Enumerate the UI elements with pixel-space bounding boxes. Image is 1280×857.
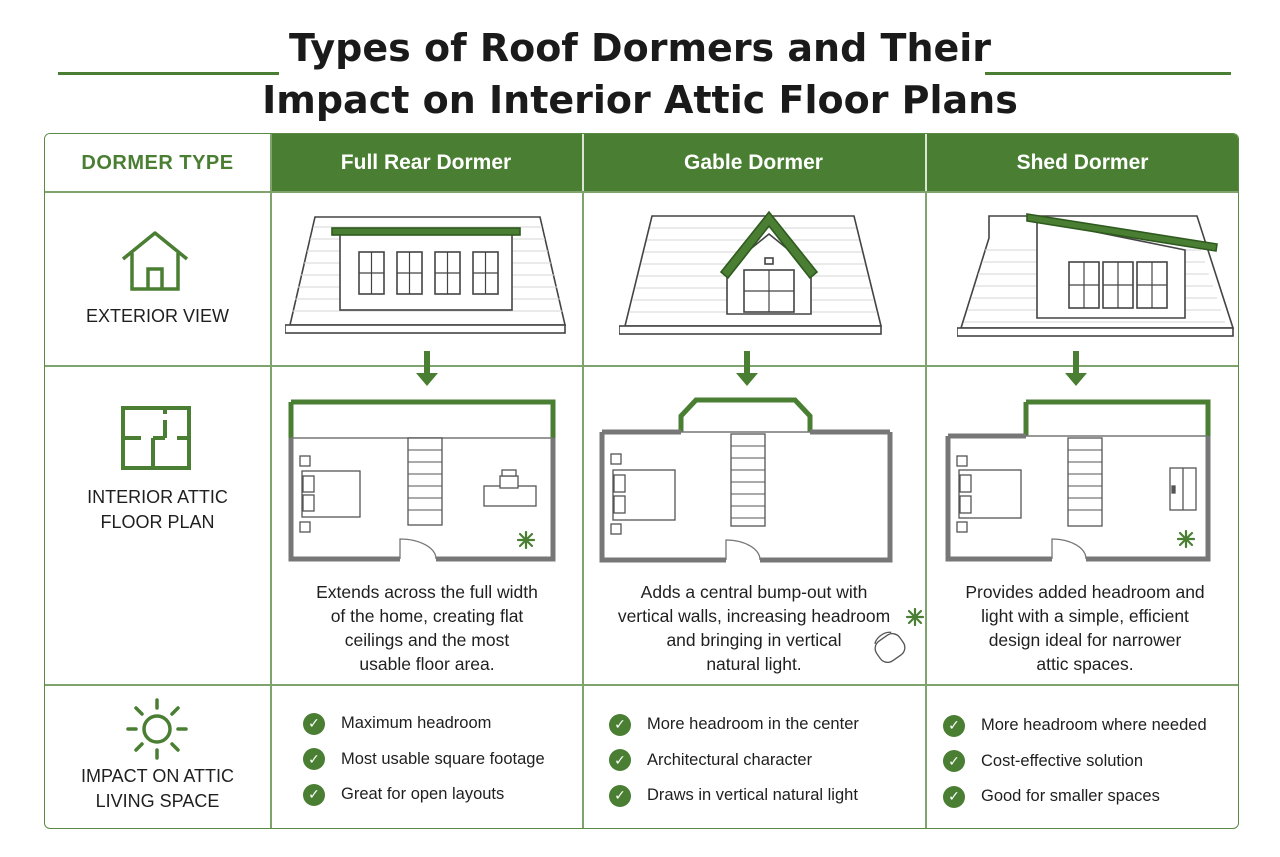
arrow-down-icon-3 — [1065, 351, 1087, 386]
benefit-label: Architectural character — [647, 750, 813, 769]
list-item: ✓ Draws in vertical natural light — [609, 778, 859, 814]
description-line: Adds a central bump-out with — [640, 582, 868, 602]
check-icon: ✓ — [609, 749, 631, 772]
check-icon: ✓ — [609, 784, 631, 807]
check-icon: ✓ — [943, 714, 965, 737]
grid-vline-3 — [925, 192, 927, 828]
grid-hline-3 — [45, 684, 1238, 686]
description-line: ceilings and the most — [344, 630, 510, 650]
house-icon — [121, 231, 189, 291]
gable-plan-chair-icon — [874, 631, 906, 663]
check-icon: ✓ — [303, 748, 325, 771]
row-label-plan: INTERIOR ATTIC FLOOR PLAN — [45, 485, 270, 535]
header-band — [270, 134, 1238, 192]
gable-dormer-floor-plan — [599, 397, 893, 563]
check-icon: ✓ — [943, 785, 965, 808]
gable-dormer-exterior-drawing — [619, 210, 883, 335]
benefit-label: Great for open layouts — [341, 785, 505, 804]
full-rear-dormer-floor-plan — [288, 399, 556, 562]
benefit-label: Good for smaller spaces — [981, 787, 1160, 806]
list-item: ✓ Great for open layouts — [303, 777, 545, 813]
row-label-impact-line2: LIVING SPACE — [95, 791, 220, 811]
benefit-label: Draws in vertical natural light — [647, 786, 858, 805]
list-item: ✓ Most usable square footage — [303, 742, 545, 778]
grid-vline-3h — [925, 134, 927, 192]
description-gable-dormer: Adds a central bump-out with vertical wa… — [590, 580, 918, 676]
description-full-rear-dormer: Extends across the full width of the hom… — [285, 580, 569, 676]
row-label-impact-line1: IMPACT ON ATTIC — [80, 766, 234, 786]
check-icon: ✓ — [303, 712, 325, 735]
description-line: usable floor area. — [359, 654, 495, 674]
header-shed-dormer: Shed Dormer — [1016, 151, 1149, 174]
benefit-label: More headroom where needed — [981, 716, 1207, 735]
page-title: Types of Roof Dormers and Their Impact o… — [0, 22, 1280, 126]
description-line: of the home, creating flat — [330, 606, 524, 626]
header-full-rear-dormer: Full Rear Dormer — [340, 151, 512, 174]
list-item: ✓ Maximum headroom — [303, 706, 545, 742]
description-line: natural light. — [706, 654, 802, 674]
title-line-2: Impact on Interior Attic Floor Plans — [262, 78, 1018, 122]
grid-hline-2 — [45, 365, 1238, 367]
benefit-label: Cost-effective solution — [981, 751, 1144, 770]
grid-vline-1 — [270, 134, 272, 828]
description-line: light with a simple, efficient — [981, 606, 1189, 626]
check-icon: ✓ — [609, 713, 631, 736]
list-item: ✓ Cost-effective solution — [943, 744, 1207, 780]
grid-vline-2b — [582, 192, 584, 828]
row-label-plan-line2: FLOOR PLAN — [100, 512, 215, 532]
benefits-gable-dormer: ✓ More headroom in the center ✓ Architectu… — [609, 707, 859, 814]
description-line: attic spaces. — [1036, 654, 1134, 674]
benefits-shed-dormer: ✓ More headroom where needed ✓ Cost-effect… — [943, 708, 1207, 815]
list-item: ✓ Architectural character — [609, 743, 859, 779]
description-line: vertical walls, increasing headroom — [617, 606, 891, 626]
description-line: and bringing in vertical — [666, 630, 842, 650]
benefit-label: Maximum headroom — [341, 714, 492, 733]
description-shed-dormer: Provides added headroom and light with a… — [935, 580, 1235, 676]
title-rule-left — [58, 72, 279, 75]
list-item: ✓ More headroom in the center — [609, 707, 859, 743]
full-rear-dormer-exterior-drawing — [285, 216, 567, 334]
gable-plan-plant-icon — [905, 607, 925, 627]
benefit-label: Most usable square footage — [341, 749, 545, 768]
arrow-down-icon-1 — [416, 351, 438, 386]
sun-icon — [126, 698, 188, 760]
header-gable-dormer: Gable Dormer — [684, 151, 823, 174]
check-icon: ✓ — [943, 750, 965, 773]
list-item: ✓ Good for smaller spaces — [943, 779, 1207, 815]
description-line: design ideal for narrower — [988, 630, 1182, 650]
check-icon: ✓ — [303, 783, 325, 806]
benefits-full-rear-dormer: ✓ Maximum headroom ✓ Most usable square fo… — [303, 706, 545, 813]
row-label-impact: IMPACT ON ATTIC LIVING SPACE — [45, 764, 270, 814]
header-dormer-type: DORMER TYPE — [45, 134, 270, 192]
benefit-label: More headroom in the center — [647, 715, 859, 734]
dormer-comparison-table: DORMER TYPE Full Rear Dormer Gable Dorme… — [44, 133, 1239, 829]
description-line: Provides added headroom and — [965, 582, 1205, 602]
title-rule-right — [985, 72, 1231, 75]
arrow-down-icon-2 — [736, 351, 758, 386]
title-line-1: Types of Roof Dormers and Their — [288, 26, 992, 70]
row-label-exterior: EXTERIOR VIEW — [85, 306, 229, 326]
description-line: Extends across the full width — [316, 582, 538, 602]
floor-plan-icon — [121, 406, 191, 470]
list-item: ✓ More headroom where needed — [943, 708, 1207, 744]
shed-dormer-floor-plan — [945, 399, 1211, 562]
shed-dormer-exterior-drawing — [957, 213, 1235, 337]
grid-hline-1 — [45, 191, 1238, 193]
row-label-plan-line1: INTERIOR ATTIC — [87, 487, 228, 507]
